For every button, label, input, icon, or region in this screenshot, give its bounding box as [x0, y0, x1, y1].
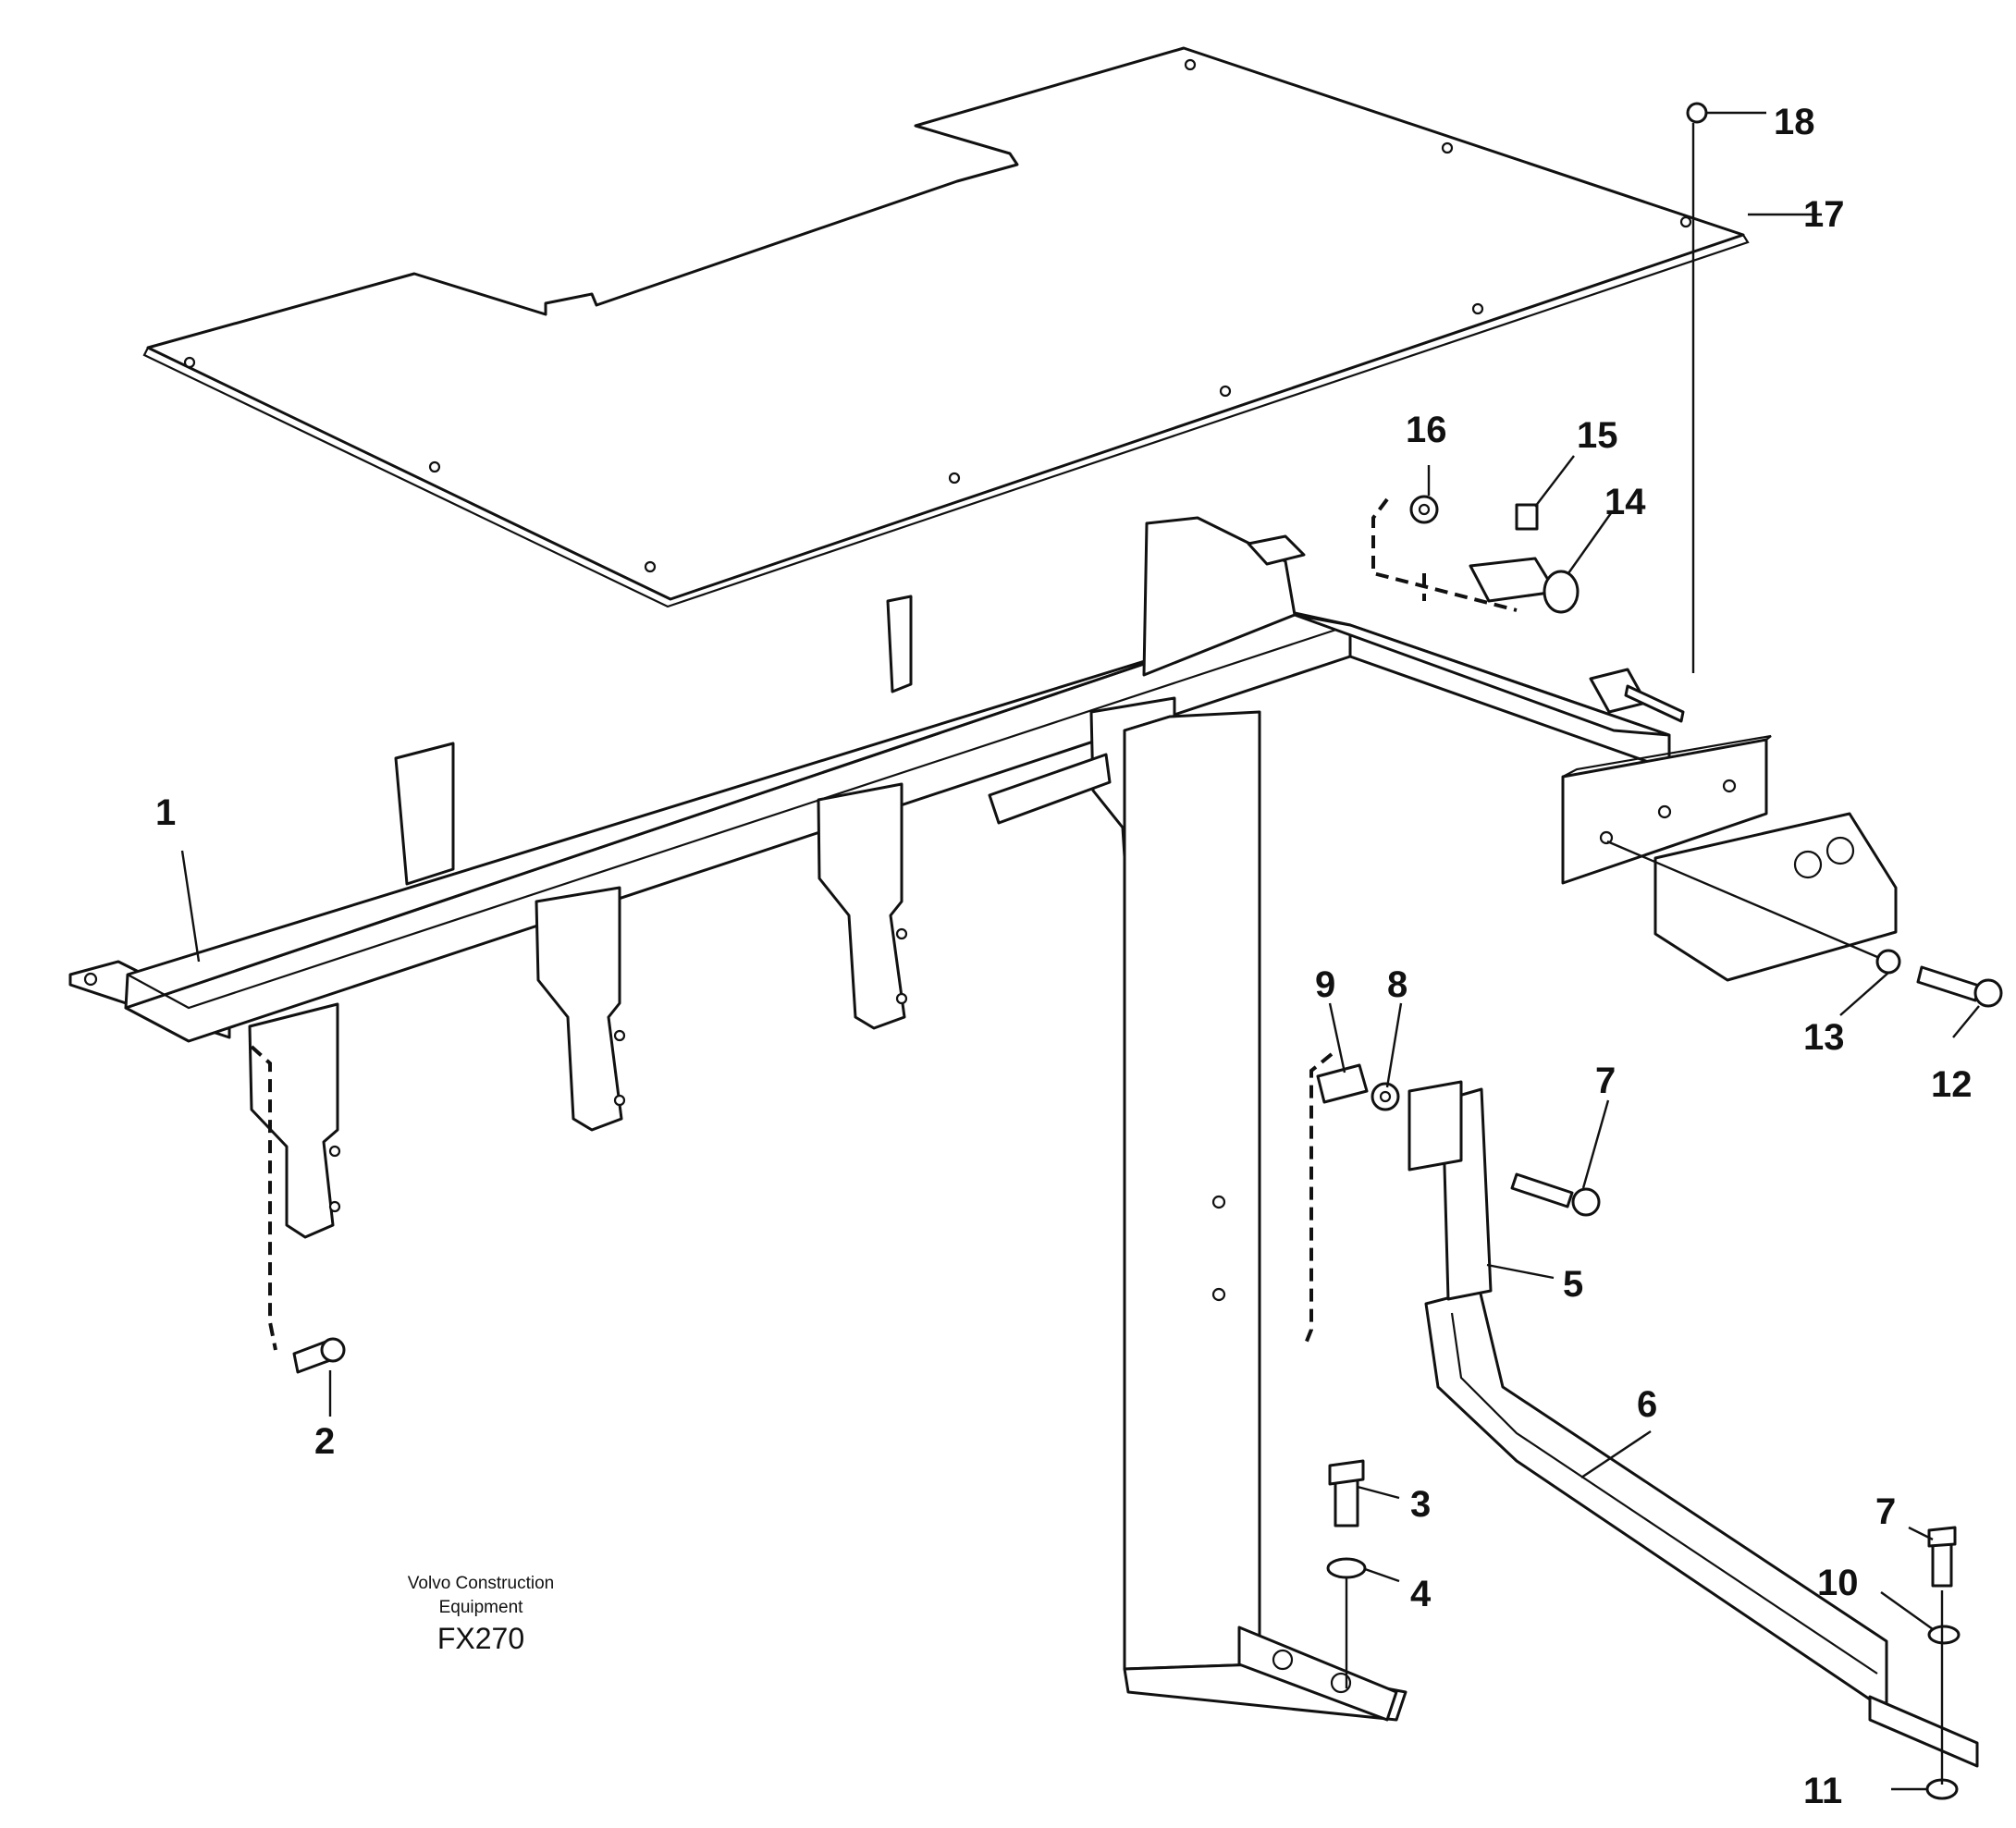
callout-17: 17 [1803, 194, 1845, 235]
bolt-3-and-washer-4 [1326, 1459, 1367, 1579]
callout-2: 2 [314, 1421, 335, 1462]
callout-labels: 1 2 3 4 5 6 7 7 8 9 10 11 12 13 14 15 16… [155, 102, 1973, 1811]
support-arm [1424, 1288, 1979, 1768]
callout-16: 16 [1406, 410, 1447, 450]
main-frame [68, 516, 1772, 1722]
screw-2 [292, 1337, 346, 1374]
screw-18 [1686, 102, 1708, 124]
callout-18: 18 [1774, 102, 1815, 142]
callout-10: 10 [1817, 1563, 1859, 1603]
figure-code: FX270 [437, 1622, 524, 1655]
leader-lines [180, 111, 1980, 1791]
callout-7-lower: 7 [1875, 1491, 1896, 1532]
figure-footer: Volvo Construction Equipment FX270 [408, 1574, 554, 1655]
callout-1: 1 [155, 792, 176, 833]
brand-line-1: Volvo Construction [408, 1574, 554, 1593]
callout-15: 15 [1577, 415, 1618, 456]
brand-line-2: Equipment [439, 1598, 524, 1617]
floor-plate [142, 46, 1750, 608]
assembly-lines [250, 123, 1944, 1785]
callout-12: 12 [1931, 1064, 1973, 1105]
hinge-parts [1409, 495, 1580, 614]
callout-7-upper: 7 [1595, 1061, 1616, 1101]
callout-8: 8 [1387, 964, 1408, 1005]
callout-9: 9 [1315, 964, 1335, 1005]
channel-and-bolt [1653, 812, 2003, 1008]
callout-6: 6 [1637, 1384, 1657, 1425]
arm-fasteners [1925, 1526, 1961, 1800]
callout-11: 11 [1803, 1771, 1842, 1811]
callout-14: 14 [1604, 482, 1646, 522]
callout-5: 5 [1563, 1264, 1583, 1305]
callout-4: 4 [1410, 1574, 1432, 1614]
callout-13: 13 [1803, 1017, 1845, 1058]
bracket-strip [1408, 1080, 1493, 1301]
callout-3: 3 [1410, 1484, 1431, 1525]
screw-7-upper [1510, 1172, 1601, 1217]
spacer-and-washer [1316, 1063, 1400, 1111]
